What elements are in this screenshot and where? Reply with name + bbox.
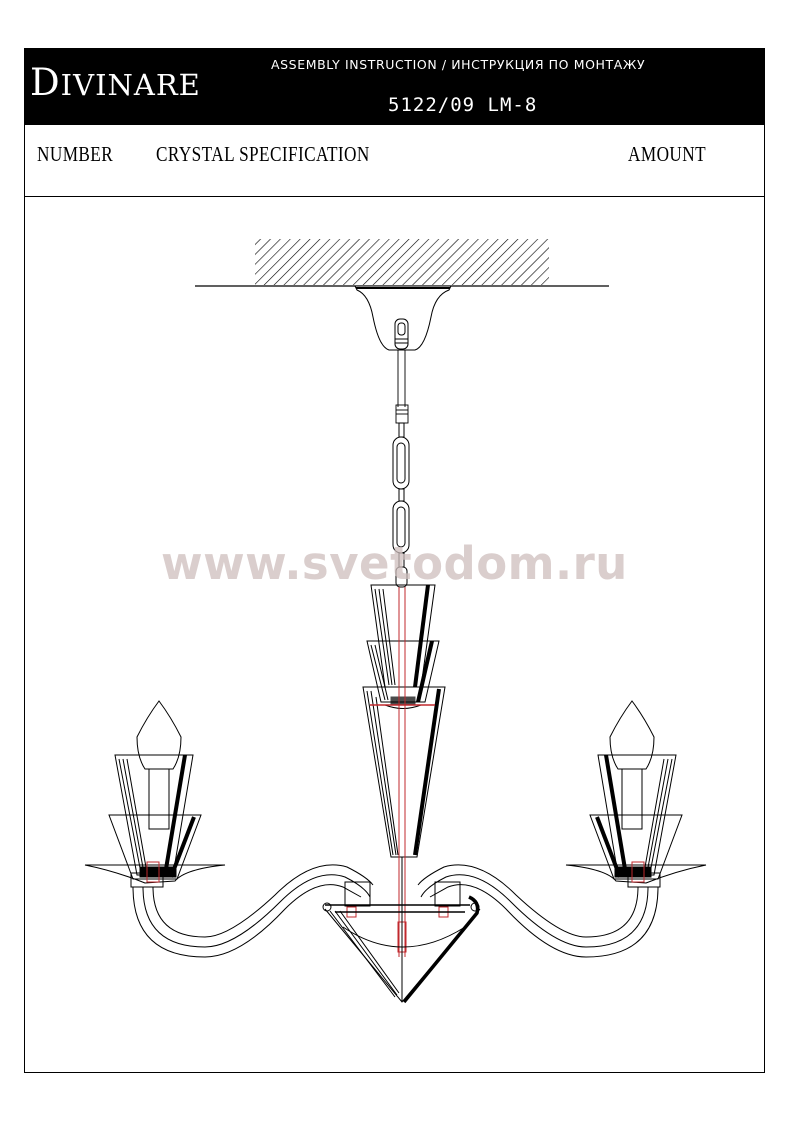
model-number: 5122/09 LM-8 (388, 94, 538, 116)
column-number: NUMBER (37, 142, 114, 166)
wiring-icon (346, 587, 449, 957)
chandelier-diagram (84, 239, 707, 1004)
left-arm-icon (84, 700, 374, 958)
column-crystal-specification: CRYSTAL SPECIFICATION (156, 142, 370, 166)
ceiling-canopy-icon (354, 285, 452, 351)
right-arm-icon (417, 700, 707, 958)
brand-initial: D (30, 61, 61, 104)
ceiling-icon (195, 239, 609, 287)
spec-table-header: NUMBER CRYSTAL SPECIFICATION AMOUNT (25, 125, 764, 197)
center-bowl-icon (322, 857, 481, 1004)
rod-icon (395, 350, 409, 424)
central-crystal-icon (362, 584, 446, 858)
document-title: ASSEMBLY INSTRUCTION / ИНСТРУКЦИЯ ПО МОН… (271, 57, 646, 72)
assembly-drawing: www.svetodom.ru (25, 197, 764, 1072)
column-amount: AMOUNT (628, 142, 707, 166)
page-frame: DIVINARE ASSEMBLY INSTRUCTION / ИНСТРУКЦ… (24, 48, 765, 1073)
chain-icon (392, 422, 410, 588)
brand-logo: DIVINARE (30, 61, 201, 104)
header-bar: DIVINARE ASSEMBLY INSTRUCTION / ИНСТРУКЦ… (25, 49, 764, 125)
brand-rest: IVINARE (60, 68, 201, 102)
